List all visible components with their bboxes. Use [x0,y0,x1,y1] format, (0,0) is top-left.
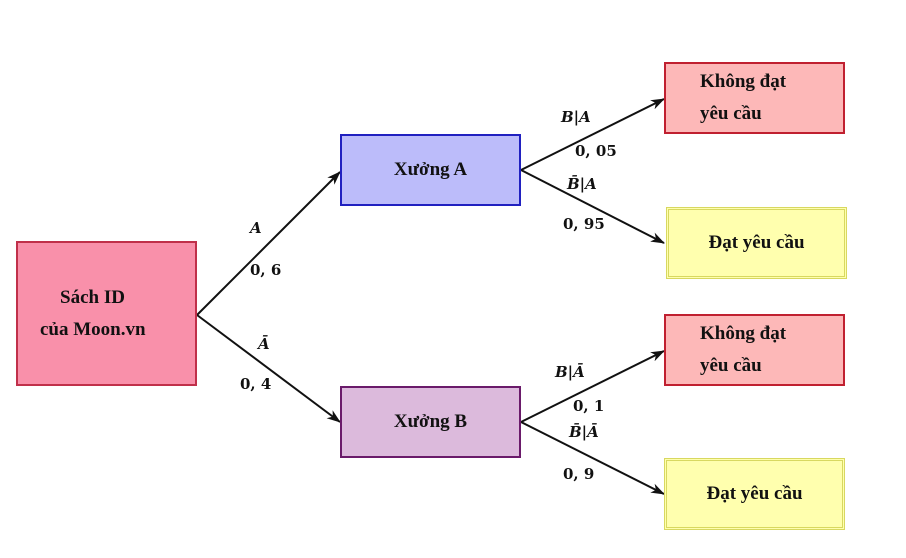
edge-b-to-fail [520,350,665,423]
edge-b-to-pass-prob: 0, 9 [563,465,594,483]
edge-root-to-a [196,171,341,316]
node-b-pass: Đạt yêu cầu [664,458,845,530]
a-fail-line2: yêu cầu [700,103,762,124]
edge-a-to-fail [520,98,665,171]
root-line2: của Moon.vn [40,318,146,340]
a-fail-line1: Không đạt [700,71,787,92]
node-a-pass: Đạt yêu cầu [666,207,847,279]
edge-b-to-pass [520,421,665,495]
node-b-fail: Không đạt yêu cầu [664,314,845,386]
edge-a-to-pass [520,169,665,244]
edge-root-to-a-event: A [248,219,262,237]
edge-a-to-pass-event: B̄|A [566,174,597,193]
edge-a-to-fail-event: B|A [560,108,591,126]
node-a-fail: Không đạt yêu cầu [664,62,845,134]
node-workshop-a: Xưởng A [340,134,521,206]
root-line1: Sách ID [60,286,125,308]
edge-root-to-a-prob: 0, 6 [250,261,281,279]
node-workshop-b: Xưởng B [340,386,521,458]
edge-root-to-b-prob: 0, 4 [240,375,271,393]
edge-a-to-fail-prob: 0, 05 [575,142,617,160]
edge-root-to-b-event: Ā [256,334,270,353]
b-pass-label: Đạt yêu cầu [706,483,803,504]
root-node-book: Sách ID của Moon.vn [16,241,197,386]
a-pass-label: Đạt yêu cầu [708,232,805,253]
edge-b-to-fail-prob: 0, 1 [573,397,604,415]
edge-a-to-pass-prob: 0, 95 [563,215,605,233]
edge-b-to-pass-event: B̄|Ā [568,422,599,441]
b-fail-line2: yêu cầu [700,355,762,376]
b-fail-line1: Không đạt [700,323,787,344]
edge-b-to-fail-event: B|Ā [554,362,585,381]
workshop-a-label: Xưởng A [393,159,468,180]
edge-root-to-b [196,314,341,423]
workshop-b-label: Xưởng B [393,411,468,432]
